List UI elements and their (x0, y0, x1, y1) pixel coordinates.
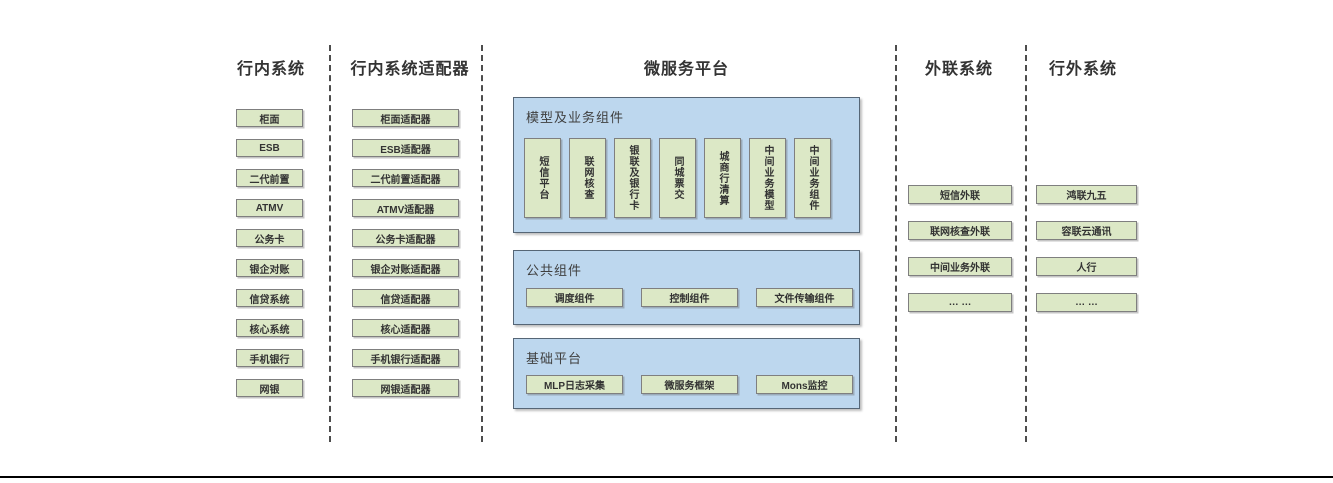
system-box: 核心系统 (236, 319, 303, 337)
adapter-box: 柜面适配器 (352, 109, 459, 127)
column-divider (329, 45, 331, 442)
internal-systems-list: 柜面 ESB 二代前置 ATMV 公务卡银企对账信贷系统核心系统手机银行网银 (236, 109, 303, 397)
common-components-list: 调度组件控制组件文件传输组件 (526, 288, 853, 307)
outside-system-box: … … (1036, 293, 1137, 312)
system-box: 银企对账 (236, 259, 303, 277)
adapter-box: 信贷适配器 (352, 289, 459, 307)
component-box-vertical: 中间业务组件 (794, 138, 831, 218)
component-box-vertical: 城商行清算 (704, 138, 741, 218)
system-box: 柜面 (236, 109, 303, 127)
component-box-vertical: 同城票交 (659, 138, 696, 218)
internal-adapters-list: 柜面适配器 ESB适配器二代前置适配器 ATMV适配器公务卡适配器银企对账适配器信贷… (352, 109, 459, 397)
component-box-vertical: 短信平台 (524, 138, 561, 218)
column-divider (1025, 45, 1027, 442)
adapter-box: 公务卡适配器 (352, 229, 459, 247)
panel-title: 基础平台 (526, 351, 583, 366)
adapter-box: 银企对账适配器 (352, 259, 459, 277)
component-box: Mons监控 (756, 375, 853, 394)
external-link-box: 联网核查外联 (908, 221, 1012, 240)
column-divider (481, 45, 483, 442)
outside-system-box: 人行 (1036, 257, 1137, 276)
column-header-microservice-platform: 微服务平台 (643, 61, 729, 78)
base-platform-list: MLP日志采集微服务框架 Mons监控 (526, 375, 853, 394)
adapter-box: 二代前置适配器 (352, 169, 459, 187)
column-header-internal-adapters: 行内系统适配器 (350, 61, 470, 78)
external-link-systems-list: 短信外联联网核查外联中间业务外联 … … (908, 185, 1012, 312)
system-box: ATMV (236, 199, 303, 217)
column-header-outside-systems: 行外系统 (1048, 61, 1117, 78)
outside-system-box: 容联云通讯 (1036, 221, 1137, 240)
system-box: 公务卡 (236, 229, 303, 247)
panel-model-business-components: 模型及业务组件 短信平台联网核查银联及银行卡同城票交城商行清算中间业务模型中间业… (513, 97, 860, 233)
external-link-box: 短信外联 (908, 185, 1012, 204)
system-box: ESB (236, 139, 303, 157)
adapter-box: 核心适配器 (352, 319, 459, 337)
system-box: 二代前置 (236, 169, 303, 187)
bottom-rule (0, 476, 1333, 478)
adapter-box: 手机银行适配器 (352, 349, 459, 367)
external-link-box: … … (908, 293, 1012, 312)
outside-systems-list: 鸿联九五容联云通讯人行 … … (1036, 185, 1137, 312)
panel-title: 模型及业务组件 (526, 110, 625, 125)
system-box: 手机银行 (236, 349, 303, 367)
component-box: MLP日志采集 (526, 375, 623, 394)
column-header-internal-systems: 行内系统 (236, 61, 305, 78)
model-business-components-list: 短信平台联网核查银联及银行卡同城票交城商行清算中间业务模型中间业务组件 (524, 138, 831, 218)
adapter-box: ATMV适配器 (352, 199, 459, 217)
outside-system-box: 鸿联九五 (1036, 185, 1137, 204)
column-divider (895, 45, 897, 442)
component-box: 文件传输组件 (756, 288, 853, 307)
panel-base-platform: 基础平台 MLP日志采集微服务框架 Mons监控 (513, 338, 860, 409)
component-box: 控制组件 (641, 288, 738, 307)
component-box-vertical: 联网核查 (569, 138, 606, 218)
component-box-vertical: 银联及银行卡 (614, 138, 651, 218)
system-box: 网银 (236, 379, 303, 397)
component-box-vertical: 中间业务模型 (749, 138, 786, 218)
component-box: 调度组件 (526, 288, 623, 307)
adapter-box: ESB适配器 (352, 139, 459, 157)
component-box: 微服务框架 (641, 375, 738, 394)
panel-common-components: 公共组件 调度组件控制组件文件传输组件 (513, 250, 860, 325)
external-link-box: 中间业务外联 (908, 257, 1012, 276)
adapter-box: 网银适配器 (352, 379, 459, 397)
panel-title: 公共组件 (526, 263, 583, 278)
system-box: 信贷系统 (236, 289, 303, 307)
column-header-external-link-systems: 外联系统 (924, 61, 993, 78)
